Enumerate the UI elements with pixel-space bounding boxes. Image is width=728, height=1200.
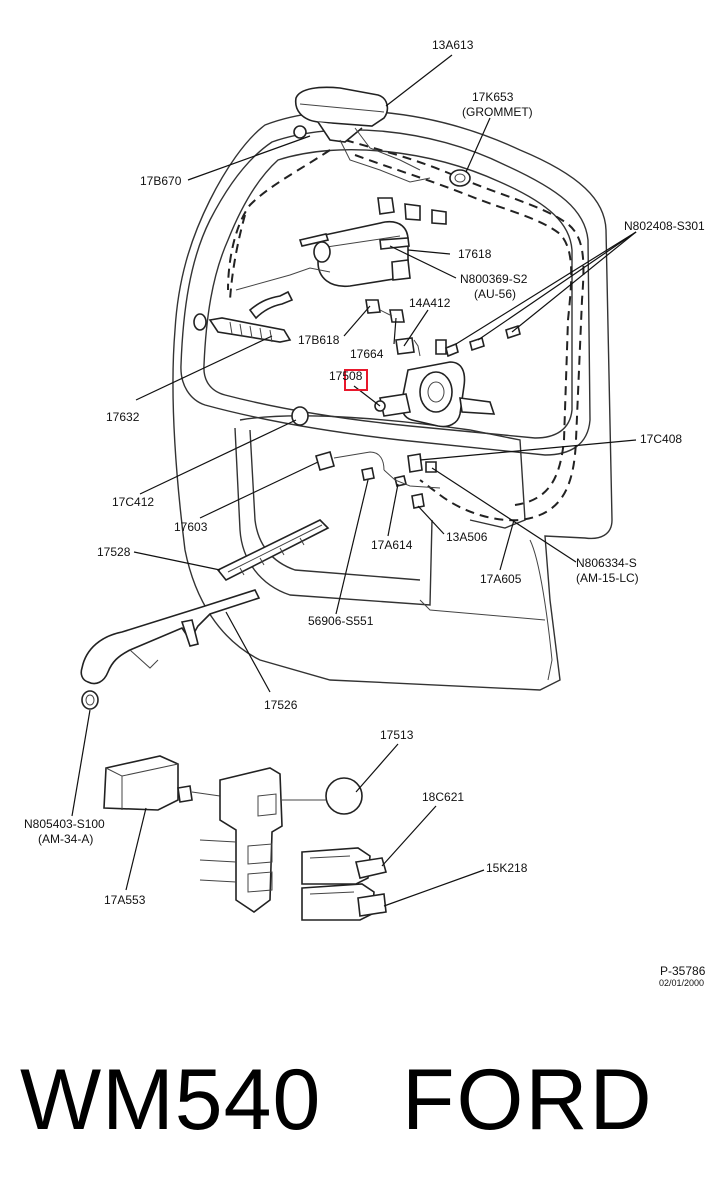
label-14A412: 14A412 <box>409 296 451 310</box>
grommet-17B618 <box>365 299 405 323</box>
drawing-reference: P-35786 02/01/2000 <box>659 964 706 988</box>
label-N805403-note: (AM-34-A) <box>38 832 93 846</box>
part-labels: 13A613 17K653 (GROMMET) 17B670 N802408-S… <box>24 38 705 907</box>
label-N806334: N806334-S <box>576 556 637 570</box>
label-N806334-note: (AM-15-LC) <box>576 571 639 585</box>
washer-reservoir-17618 <box>298 220 411 287</box>
label-17B618: 17B618 <box>298 333 340 347</box>
drawing-id: P-35786 <box>660 964 706 978</box>
label-N805403: N805403-S100 <box>24 817 105 831</box>
label-13A613: 13A613 <box>432 38 474 52</box>
label-15K218: 15K218 <box>486 861 528 875</box>
fitting-56906 <box>361 467 375 481</box>
grommet-13A506 <box>411 493 425 509</box>
label-13A506: 13A506 <box>446 530 488 544</box>
label-17528: 17528 <box>97 545 131 559</box>
label-N800369-note: (AU-56) <box>474 287 516 301</box>
label-17526: 17526 <box>264 698 298 712</box>
label-17A605: 17A605 <box>480 572 522 586</box>
label-56906: 56906-S551 <box>308 614 374 628</box>
wiper-blade-17528 <box>216 519 330 582</box>
bracket-17C408 <box>407 453 423 473</box>
grommet-17C412 <box>291 406 309 426</box>
leader-lines <box>71 54 637 907</box>
switch-bracket <box>199 767 283 913</box>
brand-name: FORD <box>402 1052 654 1148</box>
highlight-box-17508 <box>344 369 368 391</box>
label-18C621: 18C621 <box>422 790 464 804</box>
label-17A553: 17A553 <box>104 893 146 907</box>
label-17B670: 17B670 <box>140 174 182 188</box>
label-17508: 17508 <box>329 369 363 383</box>
label-N802408: N802408-S301 <box>624 219 705 233</box>
label-17632: 17632 <box>106 410 140 424</box>
stop-lamp-13A613 <box>293 86 431 183</box>
switch-15K218 <box>301 883 387 921</box>
label-17513: 17513 <box>380 728 414 742</box>
nozzle-17603 <box>315 451 335 471</box>
nut-N805403 <box>81 690 99 710</box>
label-17C412: 17C412 <box>112 495 154 509</box>
label-N800369: N800369-S2 <box>460 272 528 286</box>
wiper-arm-17526 <box>80 589 261 685</box>
label-17C408: 17C408 <box>640 432 682 446</box>
parts-diagram: 13A613 17K653 (GROMMET) 17B670 N802408-S… <box>24 38 706 988</box>
grommet-17K653 <box>449 169 471 187</box>
top-connectors <box>377 197 447 225</box>
label-17618: 17618 <box>458 247 492 261</box>
clip-N806334 <box>425 461 437 473</box>
knob-17513 <box>282 777 363 815</box>
label-17A614: 17A614 <box>371 538 413 552</box>
switch-17A553 <box>103 755 221 811</box>
footer: WM540 FORD <box>0 1030 728 1180</box>
label-17603: 17603 <box>174 520 208 534</box>
label-17K653-note: (GROMMET) <box>462 105 533 119</box>
lower-components <box>291 406 441 509</box>
screws-N802408 <box>445 324 521 358</box>
washer-hoses <box>193 267 331 343</box>
label-17664: 17664 <box>350 347 384 361</box>
wiper-motor-17508 <box>374 337 496 428</box>
drawing-date: 02/01/2000 <box>659 978 704 988</box>
label-17K653: 17K653 <box>472 90 514 104</box>
model-code: WM540 <box>20 1052 322 1148</box>
switch-18C621 <box>301 847 388 885</box>
